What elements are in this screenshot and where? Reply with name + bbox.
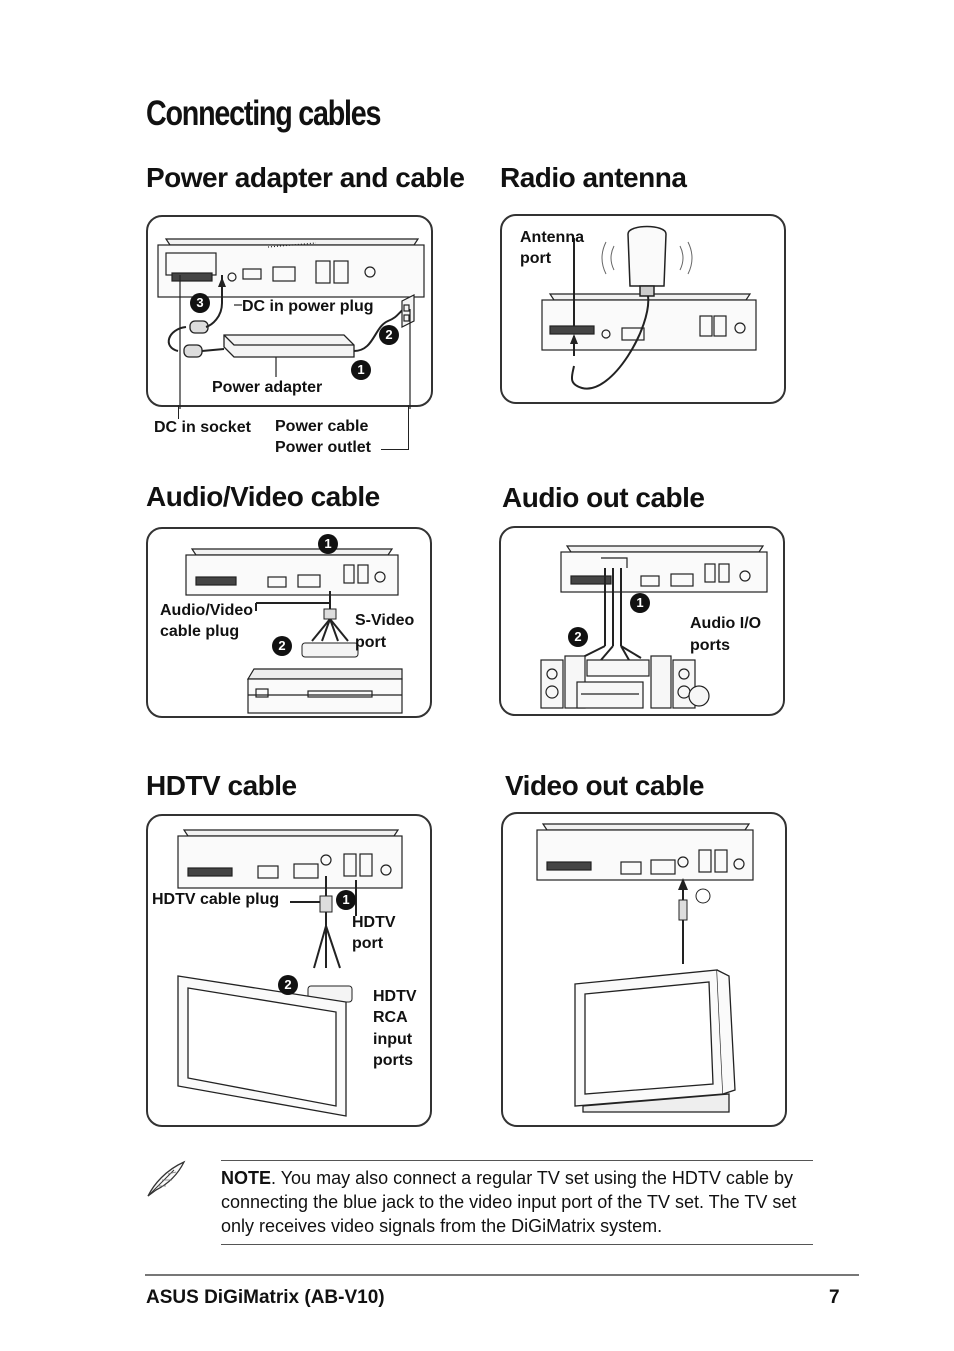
note-body: . You may also connect a regular TV set … (221, 1168, 797, 1236)
note-text: NOTE. You may also connect a regular TV … (221, 1166, 813, 1238)
section-title-power: Power adapter and cable (146, 162, 465, 193)
av-step-badge-2: 2 (272, 636, 292, 656)
av-step-badge-1: 1 (318, 534, 338, 554)
label-av-cable-plug-line2: cable plug (160, 623, 240, 640)
section-title-hdtv: HDTV cable (146, 770, 297, 801)
video-out-diagram-illustration (536, 823, 754, 1113)
av-diagram-panel (146, 527, 432, 718)
label-audio-io-line2: ports (690, 637, 730, 654)
step-badge-2: 2 (379, 325, 399, 345)
av-diagram-illustration (185, 548, 403, 714)
label-hdtv-rca-line1: HDTV (373, 988, 417, 1005)
label-audio-io-line1: Audio I/O (690, 615, 762, 632)
power-diagram-illustration (157, 238, 425, 409)
hdtv-diagram-illustration (177, 829, 403, 1117)
audio-out-diagram-illustration (540, 545, 768, 709)
label-hdtv-cable-plug: HDTV cable plug (152, 891, 280, 908)
label-power-cable: Power cable (275, 418, 369, 435)
power-outlet-leader-vertical (408, 405, 409, 450)
label-hdtv-rca-line2: RCA (373, 1009, 408, 1026)
label-antenna: Antenna (520, 229, 584, 246)
label-hdtv-rca-line3: input (373, 1031, 413, 1048)
label-hdtv-rca-line4: ports (373, 1052, 413, 1069)
note-top-rule (221, 1160, 813, 1161)
footer-page-number: 7 (829, 1287, 840, 1308)
footer-product-name: ASUS DiGiMatrix (AB-V10) (146, 1287, 385, 1308)
label-hdtv-port-line1: HDTV (352, 914, 396, 931)
label-power-adapter: Power adapter (212, 379, 323, 396)
hdtv-step-badge-1: 1 (336, 890, 356, 910)
audio-out-step-badge-1: 1 (630, 593, 650, 613)
feather-pen-icon (147, 1160, 186, 1197)
video-out-diagram-panel (501, 812, 787, 1127)
power-outlet-leader (381, 449, 408, 450)
hdtv-diagram-panel (146, 814, 432, 1127)
label-hdtv-port-line2: port (352, 935, 384, 952)
note-heading: NOTE (221, 1168, 272, 1188)
hdtv-step-badge-2: 2 (278, 975, 298, 995)
label-antenna-port: port (520, 250, 552, 267)
radio-diagram-illustration (541, 225, 757, 390)
label-svideo-line2: port (355, 634, 387, 651)
section-title-radio: Radio antenna (500, 162, 687, 193)
label-av-cable-plug-line1: Audio/Video (160, 602, 254, 619)
dc-socket-leader (178, 405, 179, 419)
section-title-audio-out: Audio out cable (502, 482, 705, 513)
label-dc-in-socket: DC in socket (154, 419, 251, 436)
radio-diagram-panel (500, 214, 786, 404)
note-bottom-rule (221, 1244, 813, 1245)
page-title: Connecting cables (146, 94, 381, 133)
section-title-av: Audio/Video cable (146, 481, 380, 512)
step-badge-1: 1 (351, 360, 371, 380)
audio-out-diagram-panel (499, 526, 785, 716)
label-dc-in-power-plug: DC in power plug (242, 298, 374, 315)
footer-rule (145, 1274, 859, 1276)
step-badge-3: 3 (190, 293, 210, 313)
audio-out-step-badge-2: 2 (568, 627, 588, 647)
label-svideo-line1: S-Video (355, 612, 415, 629)
label-power-outlet: Power outlet (275, 439, 372, 456)
section-title-video-out: Video out cable (505, 770, 704, 801)
